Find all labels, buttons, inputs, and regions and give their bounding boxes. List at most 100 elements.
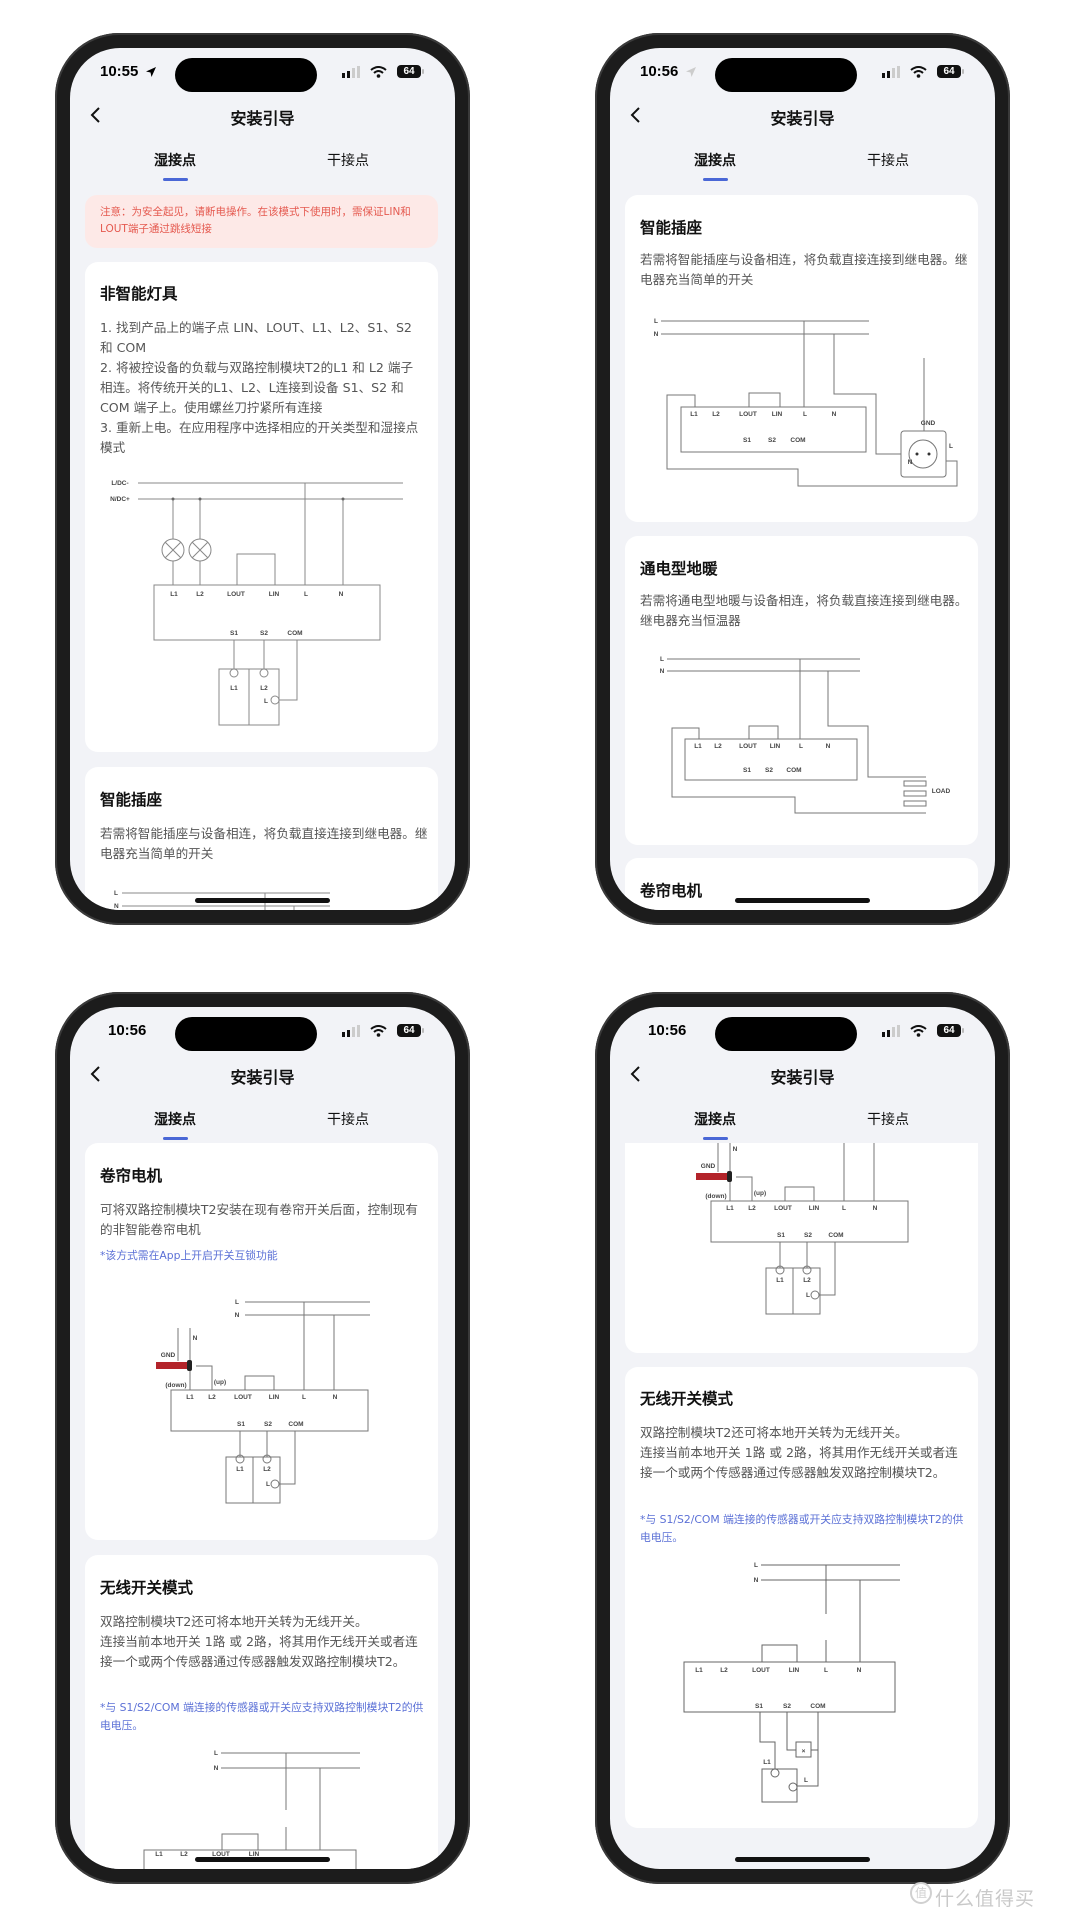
back-chevron-icon[interactable]: [626, 105, 646, 125]
page-title: 安装引导: [230, 111, 295, 128]
terminal-label: L1: [155, 1851, 163, 1858]
terminal-label: LIN: [789, 1667, 800, 1674]
guide-card: [625, 536, 978, 845]
scroll-content[interactable]: 注意：为安全起见，请断电操作。在该模式下使用时，需保证LIN和LOUT端子通过跳…: [70, 184, 455, 910]
page-title: 安装引导: [770, 111, 835, 128]
tab-wet-contact[interactable]: 湿接点: [694, 1112, 736, 1128]
terminal-label: S1: [743, 767, 751, 774]
signal-icon: [882, 66, 900, 78]
tab-dry-contact[interactable]: 干接点: [327, 1112, 369, 1128]
dynamic-island: [175, 58, 317, 92]
guide-card: [85, 767, 438, 910]
switch-label: L: [266, 1481, 270, 1488]
body-line: 连接当前本地开关 1路 或 2路，将其用作无线开关或者连接一个或两个传感器通过传…: [100, 1634, 418, 1669]
terminal-label: N: [333, 1394, 338, 1401]
terminal-label: LOUT: [212, 1851, 230, 1858]
status-time: 10:55: [100, 63, 139, 80]
wifi-icon: [370, 66, 387, 78]
scroll-content[interactable]: 智能插座 若需将智能插座与设备相连，将负载直接连接到继电器。继电器充当简单的开关…: [610, 184, 995, 910]
floor-heating-wiring-diagram: L N L1 L2 LOUT LIN L N S1 S2 COM LOAD: [660, 656, 951, 814]
switch-label: L: [264, 698, 268, 705]
line-label: L: [214, 1750, 218, 1757]
terminal-label: COM: [786, 767, 801, 774]
tab-dry-contact[interactable]: 干接点: [327, 153, 369, 169]
line-label: N: [754, 1577, 759, 1584]
terminal-label: LOUT: [234, 1394, 252, 1401]
back-chevron-icon[interactable]: [626, 1064, 646, 1084]
terminal-label: L2: [712, 411, 720, 418]
home-indicator[interactable]: [195, 1857, 330, 1862]
card-title: 智能插座: [640, 220, 703, 237]
phone-frame: 10:56 64 安装引导 湿接点 干接点 智能插座 若需将智能插座与设备相连，…: [595, 33, 1010, 925]
dynamic-island: [715, 1017, 857, 1051]
terminal-label: L: [304, 591, 308, 598]
terminal-label: S2: [260, 630, 268, 637]
scroll-content[interactable]: 无线开关模式 双路控制模块T2还可将本地开关转为无线开关。 连接当前本地开关 1…: [610, 1143, 995, 1869]
terminal-label: LIN: [269, 1394, 280, 1401]
card-body: 双路控制模块T2还可将本地开关转为无线开关。 连接当前本地开关 1路 或 2路，…: [100, 1612, 430, 1672]
app-screen: 10:56 64 安装引导 湿接点 干接点 无线开关模式 双路控制模块T2还可将…: [610, 1007, 995, 1869]
dynamic-island: [175, 1017, 317, 1051]
safety-warning: 注意：为安全起见，请断电操作。在该模式下使用时，需保证LIN和LOUT端子通过跳…: [85, 195, 438, 248]
home-indicator[interactable]: [195, 898, 330, 903]
terminal-label: L1: [690, 411, 698, 418]
terminal-label: LIN: [772, 411, 783, 418]
sensor-icon: ×: [802, 1748, 806, 1755]
line-label: L: [235, 1299, 239, 1306]
card-note: *与 S1/S2/COM 端连接的传感器或开关应支持双路控制模块T2的供电电压。: [100, 1701, 424, 1732]
card-note: *该方式需在App上开启开关互锁功能: [100, 1249, 278, 1262]
active-tab-indicator: [703, 178, 728, 181]
body-line: 双路控制模块T2还可将本地开关转为无线开关。: [100, 1614, 368, 1629]
motor-label: (down): [165, 1382, 186, 1389]
signal-icon: [342, 66, 360, 78]
guide-card: [625, 1143, 978, 1353]
motor-label: GND: [161, 1352, 176, 1359]
status-time: 10:56: [648, 1022, 687, 1039]
page-title: 安装引导: [230, 1070, 295, 1087]
motor-shaft: [156, 1362, 188, 1369]
line-label: L: [114, 890, 118, 897]
wifi-icon: [910, 1025, 927, 1037]
terminal-label: LOUT: [227, 591, 245, 598]
step-text: 2. 将被控设备的负载与双路控制模块T2的L1 和 L2 端子相连。将传统开关的…: [100, 360, 414, 415]
line-label: L: [754, 1562, 758, 1569]
guide-card: [625, 1367, 978, 1828]
dynamic-island: [715, 58, 857, 92]
tab-wet-contact[interactable]: 湿接点: [154, 1112, 196, 1128]
terminal-label: N: [857, 1667, 862, 1674]
battery-indicator: 64: [937, 1024, 964, 1037]
switch-label: L: [804, 1777, 808, 1784]
terminal-label: L1: [695, 1667, 703, 1674]
terminal-label: S1: [230, 630, 238, 637]
terminal-label: L1: [694, 743, 702, 750]
wifi-icon: [370, 1025, 387, 1037]
home-indicator[interactable]: [735, 1857, 870, 1862]
location-arrow-icon: [146, 67, 156, 77]
tab-wet-contact[interactable]: 湿接点: [694, 153, 736, 169]
body-line: 连接当前本地开关 1路 或 2路，将其用作无线开关或者连接一个或两个传感器通过传…: [640, 1445, 958, 1480]
back-chevron-icon[interactable]: [86, 105, 106, 125]
back-chevron-icon[interactable]: [86, 1064, 106, 1084]
guide-card: [85, 262, 438, 752]
terminal-label: L2: [208, 1394, 216, 1401]
terminal-label: N: [339, 591, 344, 598]
scroll-content[interactable]: 卷帘电机 可将双路控制模块T2安装在现有卷帘开关后面，控制现有的非智能卷帘电机 …: [70, 1143, 455, 1869]
tab-wet-contact[interactable]: 湿接点: [154, 153, 196, 169]
card-body: 若需将智能插座与设备相连，将负载直接连接到继电器。继电器充当简单的开关: [640, 252, 968, 287]
terminal-label: S1: [237, 1421, 245, 1428]
tab-dry-contact[interactable]: 干接点: [867, 1112, 909, 1128]
switch-label: L2: [260, 685, 268, 692]
phone-frame: 10:55 64 安装引导 湿接点 干接点 注意：为安全起见，请断电操作。在该模…: [55, 33, 470, 925]
line-label: N: [235, 1312, 240, 1319]
card-body: 双路控制模块T2还可将本地开关转为无线开关。 连接当前本地开关 1路 或 2路，…: [640, 1423, 970, 1483]
card-title: 无线开关模式: [640, 1391, 734, 1408]
body-line: 双路控制模块T2还可将本地开关转为无线开关。: [640, 1425, 908, 1440]
guide-card: [85, 1143, 438, 1540]
tab-dry-contact[interactable]: 干接点: [867, 153, 909, 169]
battery-indicator: 64: [397, 1024, 424, 1037]
socket-label: GND: [921, 420, 936, 427]
terminal-label: N: [826, 743, 831, 750]
terminal-label: L1: [170, 591, 178, 598]
home-indicator[interactable]: [735, 898, 870, 903]
terminal-label: L: [799, 743, 803, 750]
